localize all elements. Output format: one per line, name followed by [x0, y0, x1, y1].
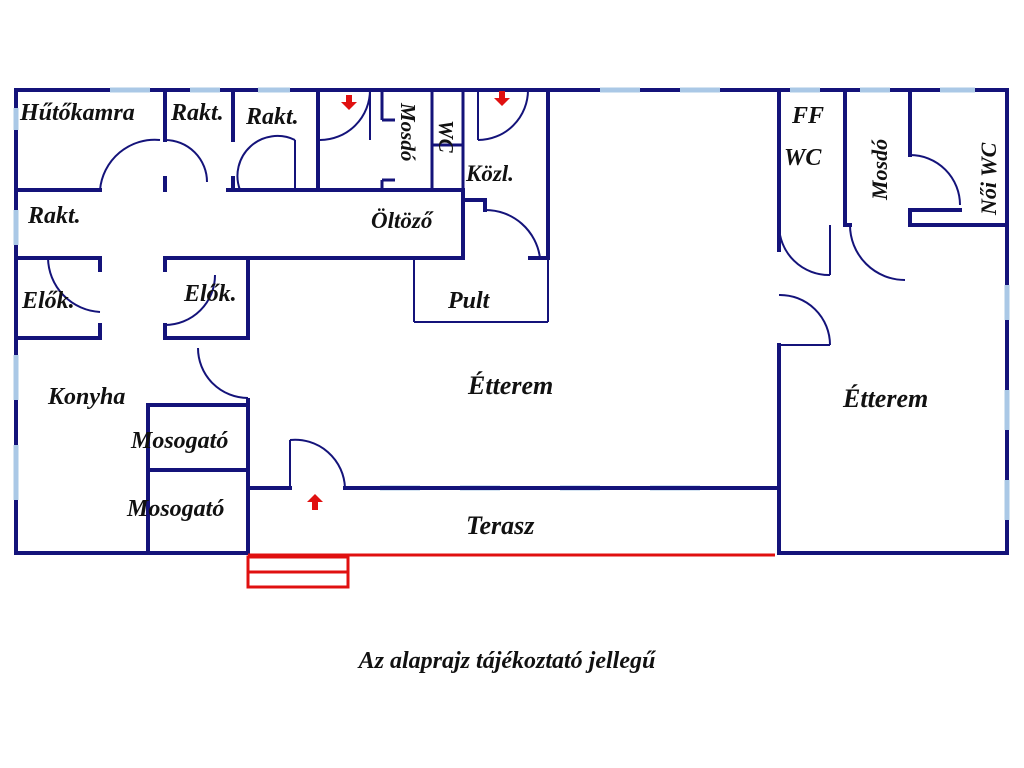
label-wc-1: WC — [434, 120, 458, 154]
label-oltozo: Öltöző — [371, 208, 434, 233]
caption: Az alaprajz tájékoztató jellegű — [358, 648, 656, 674]
label-pult: Pult — [447, 288, 491, 314]
label-hutokamra: Hűtőkamra — [19, 100, 135, 126]
label-mosdo-2: Mosdó — [867, 139, 892, 201]
label-wc-ff: WC — [784, 145, 822, 171]
label-etterem-2: Étterem — [842, 384, 928, 413]
label-etterem-1: Étterem — [467, 371, 553, 400]
label-elok-1: Elők. — [21, 288, 75, 314]
label-mosogato-2: Mosogató — [126, 496, 224, 522]
label-elok-2: Elők. — [183, 281, 237, 307]
room-labels: Hűtőkamra Rakt. Rakt. Mosdó WC Közl. FF … — [19, 100, 1001, 540]
label-mosdo-1: Mosdó — [396, 102, 420, 161]
entrance — [246, 553, 775, 589]
label-terasz: Terasz — [466, 511, 535, 540]
red-arrow-icon — [307, 91, 510, 510]
label-rakt-3: Rakt. — [27, 203, 81, 229]
label-rakt-1: Rakt. — [170, 100, 224, 126]
label-kozl: Közl. — [465, 161, 514, 186]
label-mosogato-1: Mosogató — [130, 428, 228, 454]
windows — [13, 87, 1010, 520]
label-rakt-2: Rakt. — [245, 104, 299, 130]
label-ff: FF — [791, 103, 824, 129]
interior-walls — [14, 88, 1009, 555]
label-konyha: Konyha — [47, 384, 125, 410]
doors — [47, 89, 961, 489]
label-noi-wc: Női WC — [976, 142, 1001, 216]
